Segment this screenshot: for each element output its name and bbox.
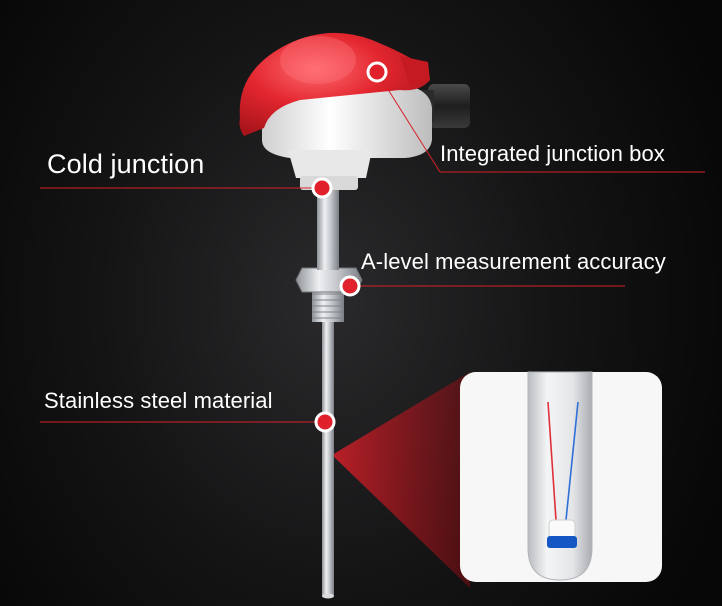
probe-rod bbox=[322, 318, 334, 596]
sensor-tip bbox=[547, 536, 577, 548]
dot-cold-junction bbox=[311, 177, 333, 199]
neck-tube bbox=[317, 186, 339, 270]
zoom-beam bbox=[332, 372, 470, 588]
dot-junction-box bbox=[366, 61, 388, 83]
sensor-closeup-panel bbox=[460, 371, 662, 582]
red-cap bbox=[239, 32, 430, 137]
cold-junction-label: Cold junction bbox=[47, 149, 205, 179]
dot-material bbox=[314, 411, 336, 433]
junction-box-label: Integrated junction box bbox=[440, 141, 665, 166]
cable-gland bbox=[428, 84, 470, 128]
callout-dots bbox=[311, 61, 388, 433]
dot-accuracy bbox=[339, 275, 361, 297]
material-label: Stainless steel material bbox=[44, 388, 273, 413]
wire-red bbox=[547, 401, 557, 521]
accuracy-label: A-level measurement accuracy bbox=[361, 249, 666, 274]
sensor-element bbox=[548, 519, 576, 539]
wire-blue bbox=[565, 401, 579, 521]
callout-lines bbox=[40, 71, 705, 423]
junction-box bbox=[239, 32, 470, 190]
